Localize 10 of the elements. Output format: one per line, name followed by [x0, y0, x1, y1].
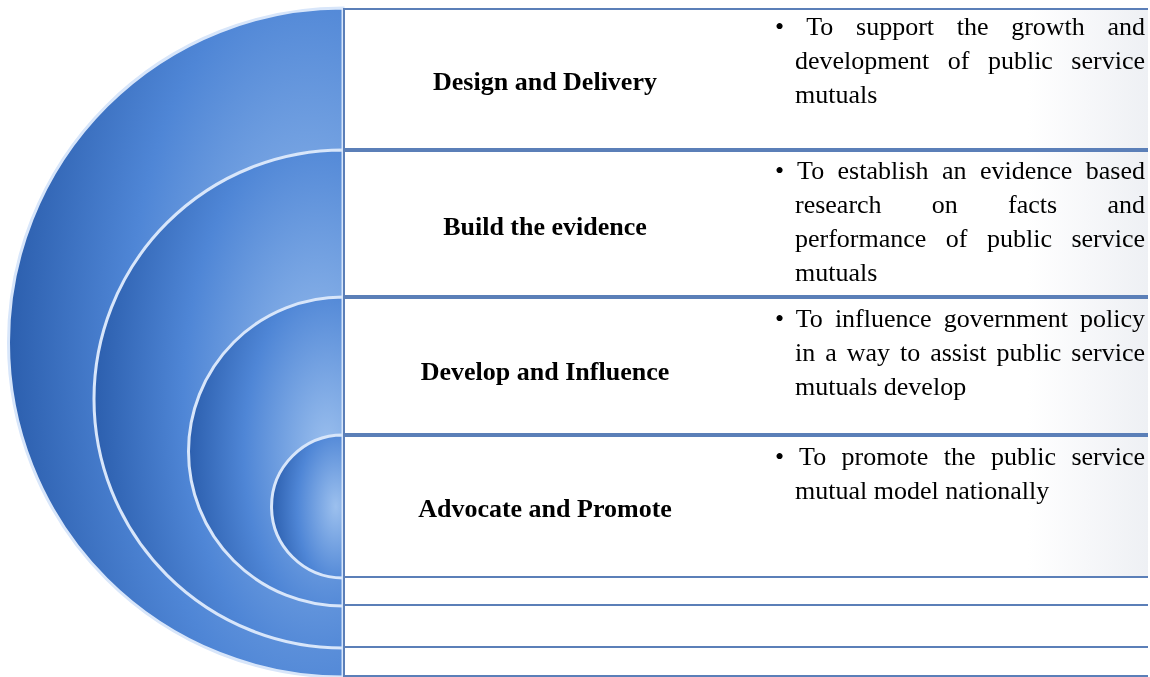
- bullet-text: • To support the growth and development of public service mutuals: [775, 11, 1145, 111]
- heading: Advocate and Promote: [417, 494, 673, 524]
- bullet-text: • To influence government policy in a way to assist public service mutuals develop: [775, 303, 1145, 403]
- bullet-text: • To establish an evidence based research on facts and performance of public service mutuals: [775, 155, 1145, 289]
- band-panel: [343, 8, 1148, 150]
- heading: Develop and Influence: [419, 357, 671, 387]
- bullet-text: • To promote the public service mutual model nationally: [775, 441, 1145, 507]
- heading: Build the evidence: [442, 212, 648, 242]
- band-panel: [343, 150, 1148, 297]
- heading: Design and Delivery: [432, 67, 658, 97]
